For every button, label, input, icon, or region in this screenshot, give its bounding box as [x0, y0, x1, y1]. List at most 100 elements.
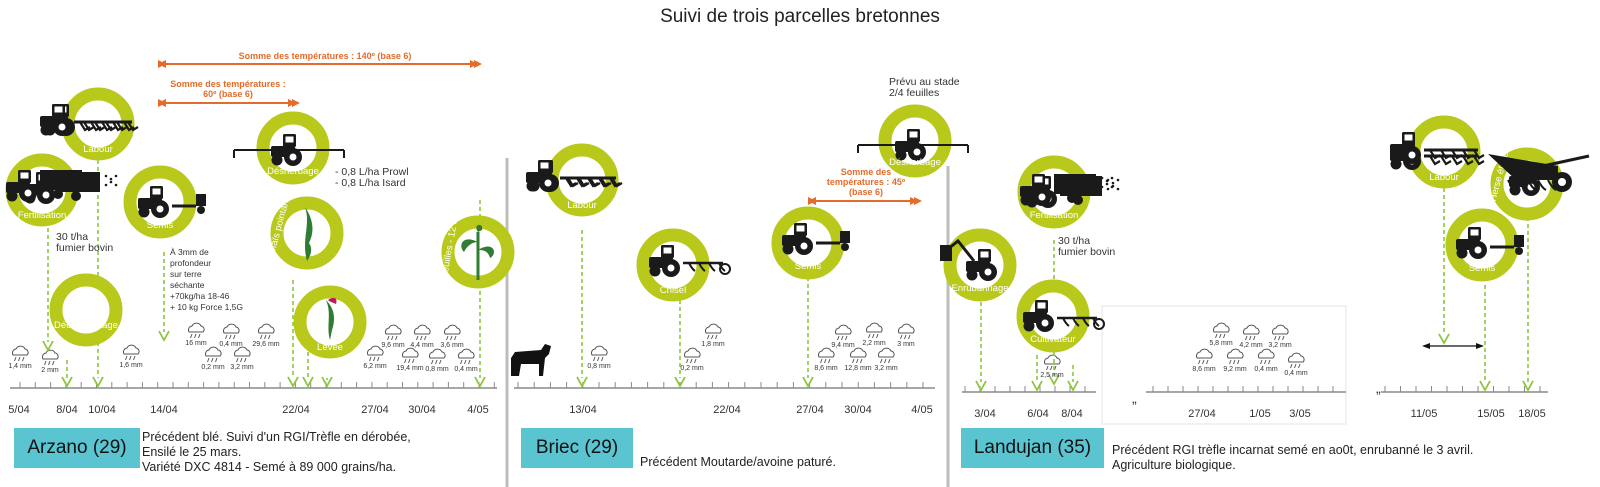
- rain-icon: [834, 324, 852, 341]
- description-line: Variété DXC 4814 - Semé à 89 000 grains/…: [142, 460, 397, 474]
- tractor-wheel: [782, 243, 794, 255]
- tine: [718, 262, 726, 272]
- rain-drop: [1229, 359, 1232, 365]
- period-arrow: [1422, 343, 1484, 349]
- rain-drop: [694, 358, 697, 364]
- harrow-tine: [1537, 179, 1547, 191]
- plough-tractor-icon: [40, 104, 135, 136]
- tractor-hub: [1474, 246, 1482, 254]
- operation-date-arrow: [1067, 365, 1079, 392]
- tractor-hub: [913, 148, 921, 156]
- rain-drop: [597, 356, 600, 362]
- rain-drop: [435, 359, 438, 365]
- cloud-shape: [401, 347, 419, 358]
- rain-amount: 2,2 mm: [862, 340, 886, 347]
- date-label: 30/04: [844, 404, 872, 416]
- arrow-head: [1048, 374, 1060, 386]
- spread-dot: [91, 175, 95, 179]
- farm-description: Précédent blé. Suivi d'un RGI/Trèfle en …: [142, 430, 411, 475]
- date-label: 30/04: [408, 404, 436, 416]
- rain-drop: [711, 334, 714, 340]
- spread-dot: [104, 183, 108, 187]
- rain-amount: 3,2 mm: [874, 365, 898, 372]
- arrow-head: [321, 376, 333, 388]
- note-line: - 0,8 L/ha Isard: [335, 177, 406, 189]
- tractor-window: [540, 162, 549, 169]
- rain-drop: [391, 335, 394, 341]
- rain-drop: [446, 335, 449, 341]
- plough-share: [1440, 149, 1452, 160]
- rain-drop: [1046, 365, 1049, 371]
- tractor-hub: [289, 153, 297, 161]
- plough-share: [123, 121, 135, 132]
- note-line: 30 t/ha: [56, 231, 89, 243]
- operation-enrubannage: Enrubannage: [940, 228, 1017, 302]
- arrow-head: [1067, 380, 1079, 392]
- plough-tractor-icon: [1390, 132, 1485, 164]
- temperature-sum-label: Somme des températures :60º (base 6): [170, 79, 286, 99]
- rain-drop: [828, 358, 831, 364]
- rain-drop: [1298, 363, 1301, 369]
- plant-leaf: [461, 239, 478, 252]
- rain-icon: [1271, 324, 1289, 341]
- note-line: Prévu au stade: [889, 76, 960, 88]
- rain-icon: [443, 324, 461, 341]
- spreader-wheel: [71, 191, 81, 201]
- rain-drop: [454, 335, 457, 341]
- rain-drop: [888, 358, 891, 364]
- plough-tractor-icon: [40, 104, 135, 136]
- spread-dot: [1111, 181, 1115, 185]
- operation-semis: Semis: [1445, 208, 1524, 282]
- arrow-head: [808, 197, 816, 205]
- rain-icon: [1212, 322, 1230, 339]
- arrow-head: [914, 197, 922, 205]
- note-line: séchante: [170, 280, 205, 290]
- cloud-shape: [704, 323, 722, 334]
- spreader-box: [1054, 174, 1096, 194]
- plough-share: [1462, 155, 1474, 166]
- harrow-tine: [1517, 179, 1527, 191]
- operation-date-arrow: [158, 252, 170, 342]
- rain-icon: [1257, 348, 1275, 365]
- plough-share: [1473, 155, 1485, 166]
- rain-drop: [715, 334, 718, 340]
- timeline-briec: [514, 382, 935, 389]
- spread-dot: [109, 177, 113, 181]
- tractor-wheel: [1023, 320, 1035, 332]
- plough-share: [1451, 149, 1463, 160]
- temperature-sum-arrow: [158, 99, 300, 107]
- date-label: 5/04: [8, 404, 30, 416]
- rain-drop: [468, 359, 471, 365]
- rain-icon: [41, 349, 59, 366]
- harrow-hub: [1558, 178, 1566, 186]
- date-label: 18/05: [1518, 408, 1546, 420]
- plough-share: [1473, 149, 1485, 160]
- tractor-hub: [800, 242, 808, 250]
- rain-drop: [852, 358, 855, 364]
- date-label: 27/04: [796, 404, 824, 416]
- rain-drop: [460, 359, 463, 365]
- tractor-wheel: [271, 154, 283, 166]
- note-line: + 10 kg Force 1,5G: [170, 302, 243, 312]
- cloud-shape: [413, 324, 431, 335]
- arrow-head: [158, 99, 166, 107]
- rain-icon: [1242, 324, 1260, 341]
- rain-drop: [690, 358, 693, 364]
- harrow-tine: [1547, 179, 1557, 191]
- arrow-head: [474, 376, 486, 388]
- seeder-hopper: [196, 194, 206, 206]
- rain-drop: [1278, 335, 1281, 341]
- seeder-tractor-icon: [1456, 227, 1524, 259]
- harrow-tine: [1507, 179, 1517, 191]
- rain-drop: [133, 355, 136, 361]
- operation-label: Décompactage: [54, 320, 118, 331]
- timeline-arzano: [10, 382, 497, 389]
- rain-drop: [236, 357, 239, 363]
- rain-drop: [1206, 359, 1209, 365]
- farm-description: Précédent Moutarde/avoine paturé.: [640, 455, 836, 470]
- plough-share: [127, 121, 139, 132]
- timeline-landujan-2: [1146, 386, 1346, 393]
